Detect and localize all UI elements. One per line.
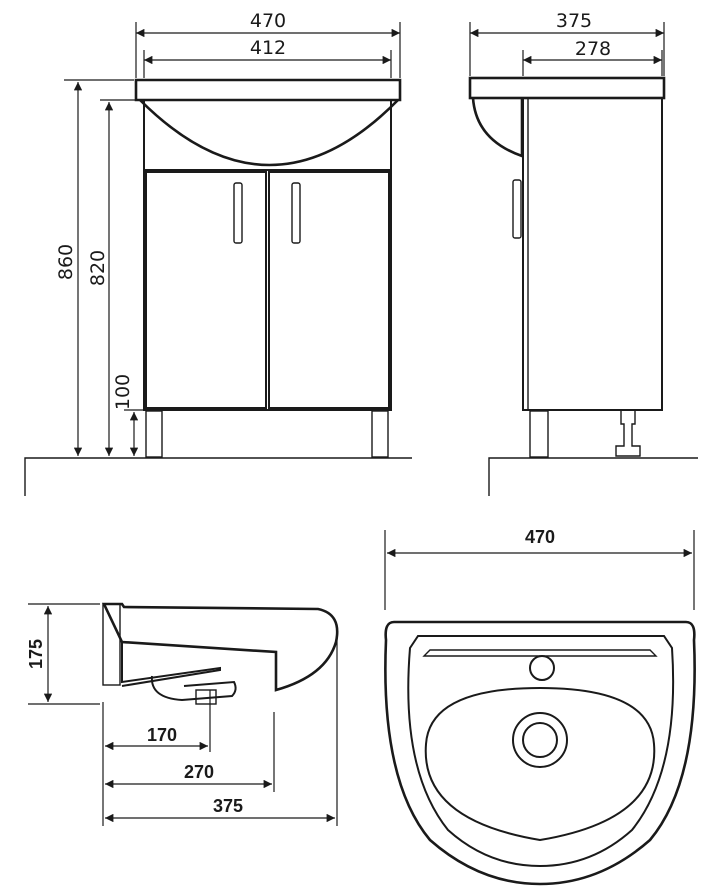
floor-line [24,457,412,496]
dim-bowl-depth: 270 [184,762,214,782]
front-view: 470 412 860 820 100 [24,10,412,496]
basin-back-ledge [422,649,658,657]
dim-height-cabinet: 820 [87,250,109,286]
right-leg [371,410,389,458]
side-basin-top [468,76,666,100]
side-adjustable-leg [615,411,641,457]
basin-underside [121,642,221,687]
right-door [268,171,390,409]
basin-bowl-top [424,686,656,842]
dim-height-legs: 100 [112,374,134,410]
basin-top-view: 470 [384,527,696,886]
basin-outer-rim [384,620,696,886]
side-front-leg [529,410,549,458]
dim-basin-width: 470 [525,527,555,547]
dim-depth-cabinet: 278 [575,38,611,60]
basin-profile-view: 175 170 270 375 [26,602,339,826]
cabinet-body [143,100,392,411]
side-floor-line [488,457,698,496]
side-door-handle [512,179,522,239]
side-cabinet-body [522,98,663,411]
basin-bowl [139,99,399,167]
left-door [145,171,267,409]
dim-width-basin: 412 [250,37,286,59]
basin-inner-rim [407,635,675,868]
dim-profile-depth: 375 [213,796,243,816]
dim-depth-total: 375 [556,10,592,32]
drain-trap [150,675,237,702]
wall-mount-plate [102,603,121,686]
basin-profile-body [101,602,339,692]
drain-outer-ring [512,712,568,768]
dim-height-total: 860 [55,244,77,280]
side-basin-bowl [471,97,524,158]
side-view: 375 278 [468,10,698,496]
left-leg [145,410,163,458]
basin-top [134,78,402,102]
left-door-handle [233,182,243,244]
dim-basin-height: 175 [26,639,46,669]
drain-outlet [195,689,217,705]
dim-drain-offset: 170 [147,725,177,745]
dim-width-total: 470 [250,10,286,32]
drain-hole [522,722,558,758]
tap-hole [529,655,555,681]
right-door-handle [291,182,301,244]
